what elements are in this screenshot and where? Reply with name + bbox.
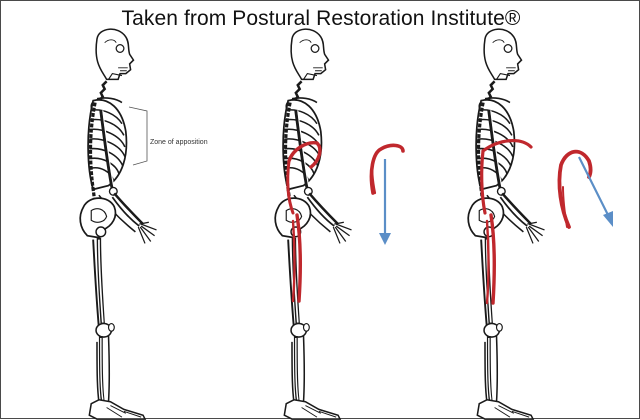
force-arrow-figure-2 <box>379 159 391 245</box>
diaphragm-curve-figure-2 <box>369 143 405 195</box>
muscle-overlay-figure-3 <box>480 139 533 305</box>
diaphragm-curve-figure-3 <box>557 149 593 229</box>
skeleton-figure-3 <box>468 29 544 419</box>
zone-of-apposition-pointer <box>128 106 148 166</box>
skeleton-figure-2 <box>275 29 351 419</box>
skeleton-figure-1 <box>80 29 156 419</box>
slide-title: Taken from Postural Restoration Institut… <box>121 7 521 30</box>
force-arrow-figure-3 <box>578 156 613 227</box>
zone-of-apposition-label: Zone of apposition <box>150 139 208 146</box>
muscle-overlay-figure-2 <box>286 141 322 303</box>
